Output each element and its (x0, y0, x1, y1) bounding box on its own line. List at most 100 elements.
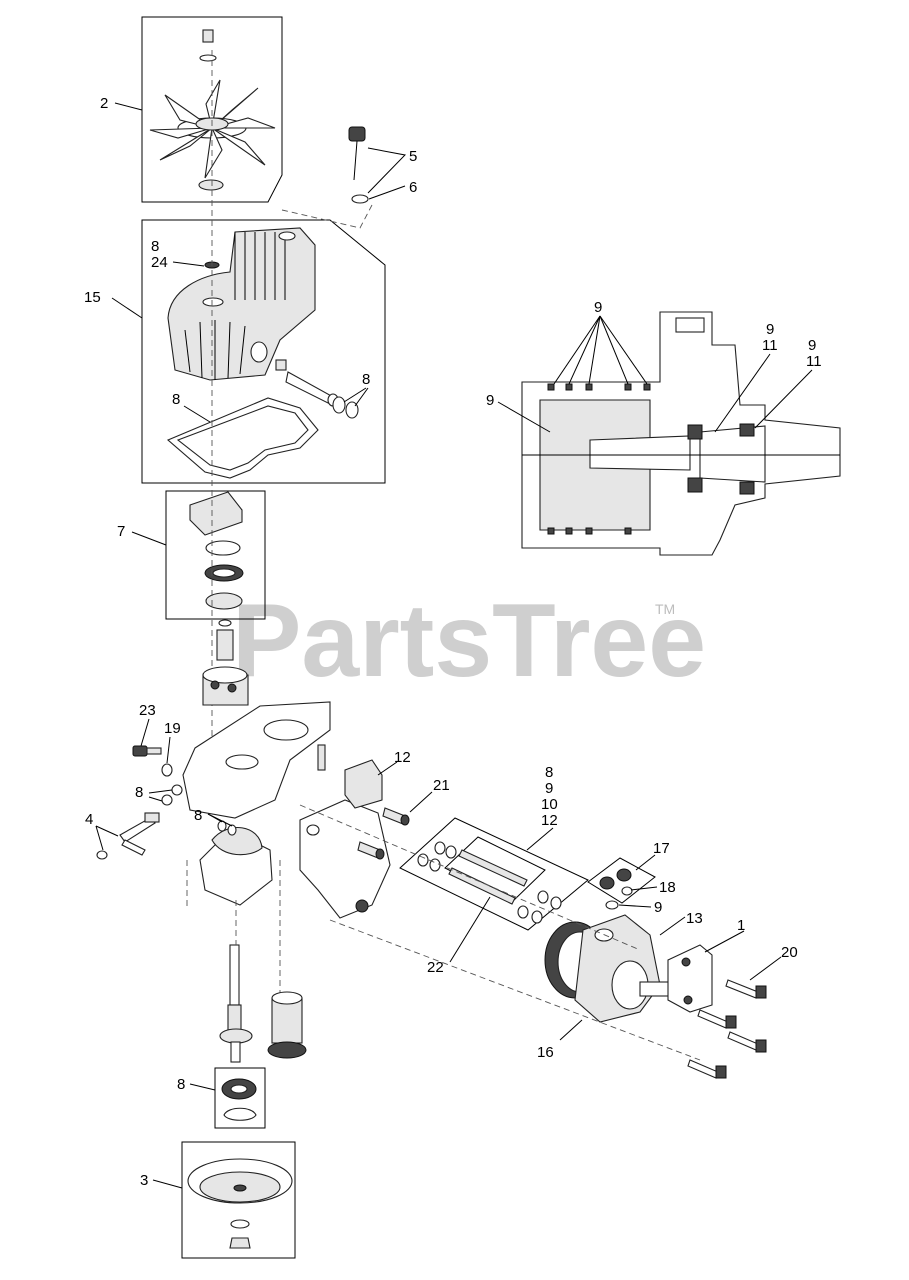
leader-23 (140, 718, 150, 747)
callout-8-fit1: 8 (135, 784, 143, 801)
check-valve-ring (605, 900, 619, 910)
motor-bolts[interactable] (687, 979, 767, 1079)
watermark-brand: PartsTree (232, 583, 706, 699)
motor-bracket[interactable] (299, 759, 391, 919)
leader-4-a (95, 825, 104, 851)
callout-12-stack: 12 (541, 812, 558, 829)
section-oring-2 (565, 383, 573, 391)
callout-10-stack: 10 (541, 796, 558, 813)
callout-5: 5 (409, 148, 417, 165)
callout-16: 16 (537, 1044, 554, 1061)
callout-21: 21 (433, 777, 450, 794)
section-bearing-upper (739, 423, 755, 437)
dipstick[interactable] (348, 126, 369, 204)
leader-8-seals-a (343, 387, 367, 403)
callout-8-stack: 8 (545, 764, 553, 781)
control-shaft (275, 359, 339, 407)
check-valve-oring (621, 886, 633, 896)
pump-input-shaft[interactable] (219, 944, 253, 1063)
shaft-lower (230, 1041, 241, 1063)
housing-assembly[interactable] (141, 219, 386, 484)
motor-bolt-a (725, 979, 759, 999)
seal-kit-oring-5 (517, 905, 529, 919)
leader-8-fit1-a (148, 789, 173, 794)
check-tubes[interactable] (444, 836, 546, 905)
assembly-line-motor-b (329, 919, 701, 1061)
leader-2 (114, 102, 143, 111)
socket-screw-b-head (375, 848, 385, 860)
leader-22 (449, 896, 491, 963)
callout-8-gasket: 8 (172, 391, 180, 408)
shaft-seal-a (332, 396, 346, 414)
motor-bolt-c-head (755, 1039, 767, 1053)
bypass-lever-handle (121, 839, 146, 856)
seal-kit[interactable] (399, 817, 589, 931)
check-tube-a (458, 849, 528, 887)
fan-hub (198, 179, 224, 191)
callout-8-cap: 8 (151, 238, 159, 255)
housing-gasket (166, 397, 319, 479)
ball-bearing-bore (230, 1084, 248, 1094)
leader-section-9-d (599, 315, 629, 385)
leader-15 (111, 297, 143, 319)
callout-section-9-right1: 9 (766, 321, 774, 338)
center-section[interactable] (182, 701, 331, 1000)
check-valve-cap-a (599, 876, 615, 890)
leader-4-b (95, 825, 119, 837)
mounting-plate[interactable] (667, 944, 713, 1013)
center-bore (263, 719, 309, 741)
section-oring-4 (624, 383, 632, 391)
section-seal-upper (687, 424, 703, 440)
bypass-lever[interactable] (119, 812, 160, 856)
leader-16 (559, 1019, 583, 1041)
leader-12 (377, 761, 398, 776)
section-oring-3 (585, 383, 593, 391)
oil-filter[interactable] (267, 991, 307, 1059)
pulley-box (181, 1141, 296, 1259)
swashplate-block (189, 491, 243, 536)
thrust-washer-top (205, 540, 241, 556)
shaft-upper (229, 944, 240, 1006)
needle-bearing-bore (212, 568, 236, 578)
thrust-washer-bottom (205, 592, 243, 610)
wheel-motor[interactable] (544, 914, 676, 1023)
bearing-kit-box (165, 490, 266, 620)
leader-section-9-e (599, 315, 648, 385)
seal-kit-oring-6 (531, 910, 543, 924)
callout-section-11-right1: 11 (762, 337, 778, 354)
leader-7 (131, 531, 167, 546)
mounting-hole-b (683, 995, 693, 1005)
leader-8-fit1-b (148, 796, 163, 802)
section-seal-lower (687, 477, 703, 493)
relief-valve[interactable] (132, 745, 162, 757)
callout-7: 7 (117, 523, 125, 540)
leader-6 (368, 185, 406, 200)
fitting-seal-a (171, 784, 183, 796)
callout-20: 20 (781, 944, 798, 961)
mounting-hole-a (681, 957, 691, 967)
motor-bolt-b (697, 1009, 729, 1029)
motor-bolt-b-head (725, 1015, 737, 1029)
leader-section-9-a (553, 315, 601, 385)
shaft-bearing-kit[interactable] (214, 1067, 266, 1129)
thrust-bearing-kit[interactable] (165, 490, 266, 620)
fitting-seal-b (161, 794, 173, 806)
dipstick-oring (351, 194, 369, 204)
filter-seal (267, 1041, 307, 1059)
pulley-hub (233, 1184, 247, 1192)
center-port (225, 754, 259, 770)
check-valve-kit[interactable] (587, 857, 656, 904)
callout-section-9-left: 9 (486, 392, 494, 409)
socket-screws[interactable] (357, 807, 410, 860)
pulley-assembly[interactable] (181, 1141, 296, 1259)
bracket-hole (355, 899, 369, 913)
leader-24 (172, 261, 205, 267)
callout-17: 17 (653, 840, 670, 857)
leader-8-gasket (183, 405, 211, 423)
bypass-valve (144, 812, 160, 823)
leader-13 (659, 916, 686, 936)
bypass-lever-arm (119, 817, 156, 843)
cylinder-block[interactable] (202, 619, 249, 706)
valve-oring (161, 763, 173, 777)
